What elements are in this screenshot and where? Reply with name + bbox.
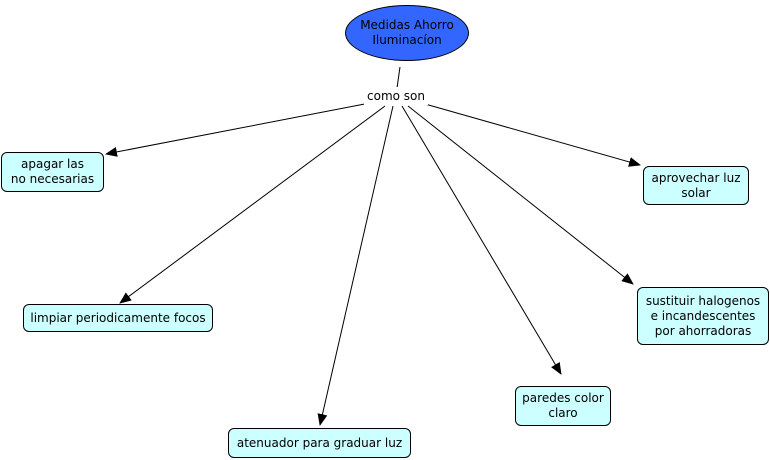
- concept-node-aprovechar[interactable]: aprovechar luz solar: [643, 166, 749, 205]
- root-concept-node[interactable]: Medidas Ahorro Iluminacíon: [345, 5, 469, 61]
- edge-apagar: [105, 101, 376, 157]
- edge-aprovechar: [417, 101, 641, 167]
- concept-label: paredes color claro: [522, 391, 604, 420]
- edge-sustituir: [407, 105, 634, 285]
- concept-label: apagar las no necesarias: [10, 157, 95, 186]
- link-phrase-como-son[interactable]: como son: [364, 87, 428, 105]
- concept-label: atenuador para graduar luz: [236, 435, 403, 450]
- concept-label: aprovechar luz solar: [651, 170, 741, 200]
- edge-atenuador: [317, 105, 394, 426]
- concept-label: sustituir halogenos e incandescentes por…: [645, 293, 761, 338]
- concept-label: limpiar periodicamente focos: [30, 310, 206, 325]
- concept-node-apagar[interactable]: apagar las no necesarias: [1, 152, 104, 192]
- edge-paredes: [401, 105, 562, 375]
- root-to-label-line: [396, 66, 401, 89]
- concept-node-paredes[interactable]: paredes color claro: [515, 386, 611, 426]
- root-concept-label: Medidas Ahorro Iluminacíon: [360, 18, 454, 47]
- edge-limpiar: [119, 105, 386, 304]
- concept-node-limpiar[interactable]: limpiar periodicamente focos: [23, 304, 213, 332]
- concept-node-atenuador[interactable]: atenuador para graduar luz: [228, 428, 411, 458]
- concept-node-sustituir[interactable]: sustituir halogenos e incandescentes por…: [637, 287, 769, 345]
